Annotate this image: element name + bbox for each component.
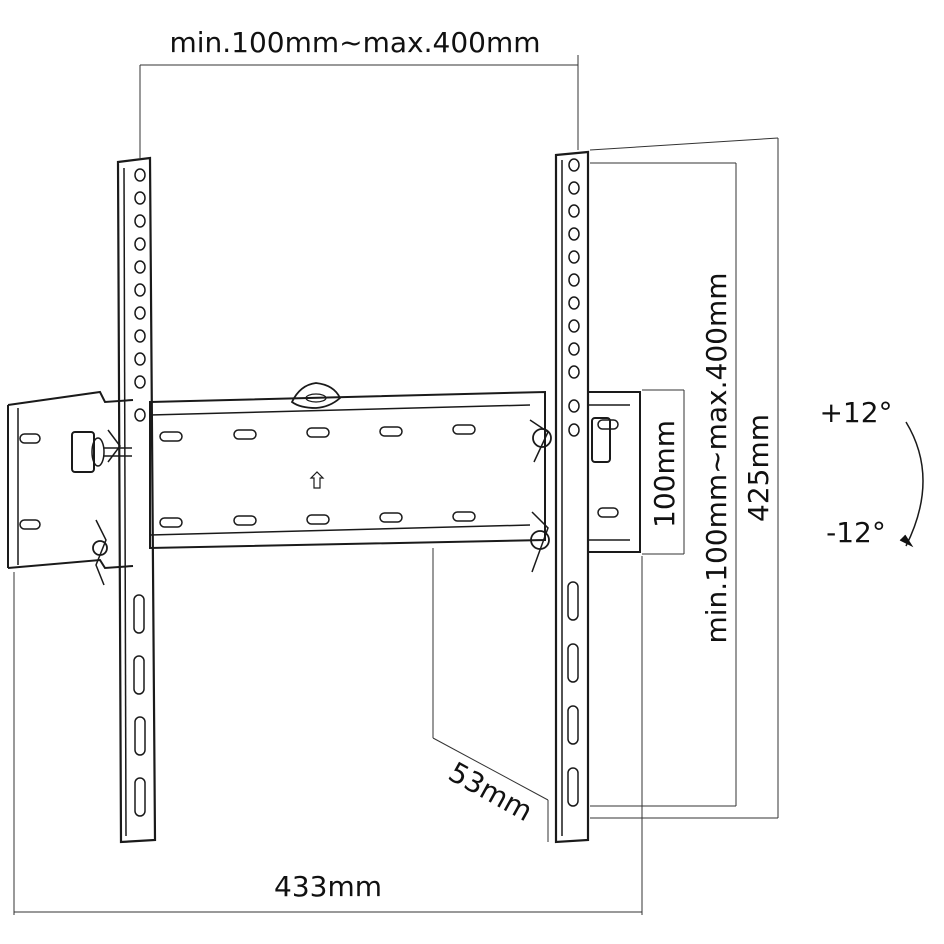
screw-right-bottom [530, 511, 550, 573]
vesa-height-label: min.100mm~max.400mm [700, 272, 733, 643]
tilt-down-label: -12° [826, 516, 886, 549]
total-width-label: 433mm [274, 870, 382, 903]
dimension-lines [13, 55, 779, 915]
vesa-width-label: min.100mm~max.400mm [169, 26, 540, 59]
arm-height-label: 425mm [742, 414, 775, 522]
plate-height-label: 100mm [648, 420, 681, 528]
tilt-arc [899, 421, 924, 548]
plate-slots-bottom [19, 507, 619, 530]
right-vertical-arm [554, 150, 590, 844]
wall-plate [7, 382, 641, 570]
left-vertical-arm [116, 156, 157, 844]
right-arm-slots [567, 581, 579, 807]
right-arm-holes [568, 158, 580, 437]
tilt-up-label: +12° [819, 396, 892, 429]
tilt-knob-left [71, 429, 132, 473]
screw-left-bottom [92, 519, 108, 586]
left-arm-slots [133, 594, 146, 817]
plate-slots-top [19, 419, 619, 444]
tilt-knob-right [529, 417, 611, 463]
left-arm-holes [134, 168, 146, 422]
depth-label: 53mm [443, 755, 538, 828]
